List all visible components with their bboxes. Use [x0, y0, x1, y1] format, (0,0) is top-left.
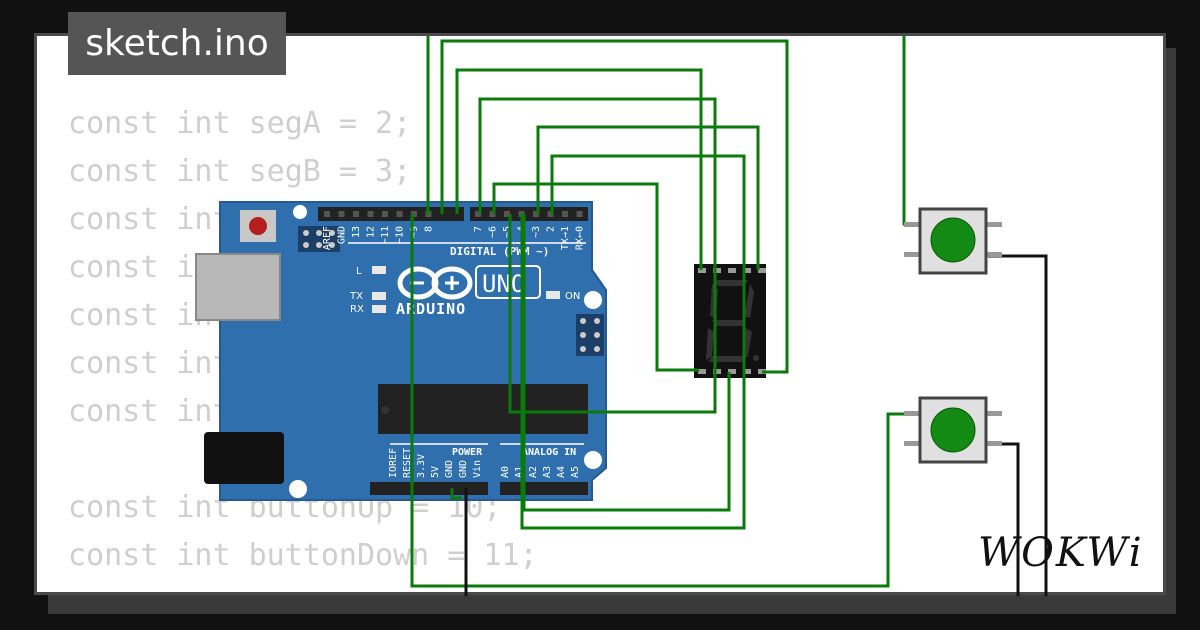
- digital-pin-label: TX→1: [560, 226, 571, 250]
- mount-hole: [584, 451, 602, 469]
- icsp-header-2: [576, 314, 604, 356]
- power-pin-label: GND: [458, 460, 469, 478]
- led-rx: [372, 305, 386, 313]
- digital-pin-label: ~9: [409, 226, 420, 238]
- digital-pin-label: RX←0: [575, 226, 586, 250]
- digital-label: DIGITAL (PWM ~): [450, 245, 549, 258]
- button-up[interactable]: [904, 207, 1002, 275]
- digital-pin-label: 13: [351, 226, 362, 238]
- led-label-l: L: [356, 266, 362, 277]
- digital-pin-hole[interactable]: [576, 211, 583, 217]
- power-label: POWER: [452, 447, 483, 458]
- icsp-header: [298, 226, 340, 252]
- wires: [410, 36, 920, 588]
- arduino-logo: [397, 266, 473, 300]
- digital-pin-label: ~3: [531, 226, 542, 238]
- power-pin-label: 3.3V: [416, 454, 427, 478]
- digital-pin-hole[interactable]: [338, 211, 345, 217]
- file-tab[interactable]: sketch.ino: [68, 12, 286, 75]
- usb-port: [195, 253, 281, 321]
- mount-hole: [293, 205, 307, 219]
- chip-notch: [381, 406, 389, 414]
- power-pin-label: 5V: [430, 466, 441, 478]
- uno-frame: [475, 265, 541, 299]
- power-pin-label: A0: [500, 466, 511, 478]
- code-line: const int segA = 2;: [68, 106, 412, 141]
- wokwi-logo: WOKWi: [978, 530, 1144, 576]
- digital-pin-label: ~5: [502, 226, 513, 238]
- power-pin-label: Vin: [472, 460, 483, 478]
- digital-pin-hole[interactable]: [411, 211, 417, 217]
- power-pin-label: A5: [570, 466, 581, 478]
- power-pin-label: IOREF: [388, 448, 399, 478]
- digital-pin-hole[interactable]: [533, 211, 539, 217]
- button-down[interactable]: [904, 396, 1002, 464]
- mount-hole: [289, 480, 307, 498]
- digital-pin-label: AREF: [322, 226, 333, 250]
- digital-pin-hole[interactable]: [562, 211, 568, 217]
- led-label-rx: RX: [350, 304, 364, 315]
- digital-pin-label: 2: [546, 226, 557, 232]
- arduino-brand: ARDUINO: [396, 300, 466, 318]
- uno-label: UNO: [482, 270, 525, 298]
- power-pin-label: GND: [444, 460, 455, 478]
- code-line: const int segB = 3;: [68, 154, 412, 189]
- digital-pin-hole[interactable]: [475, 211, 481, 217]
- reset-button-cap: [249, 217, 267, 235]
- power-jack: [204, 432, 284, 484]
- power-pin-label: A2: [528, 466, 539, 478]
- led-label-on: ON: [565, 291, 580, 302]
- seven-segment-display[interactable]: [694, 264, 766, 378]
- digital-pin-label: 7: [473, 226, 484, 232]
- analog-label: ANALOG IN: [522, 447, 576, 458]
- led-l: [372, 266, 386, 274]
- analog-header: [500, 482, 588, 495]
- digital-pin-hole[interactable]: [396, 211, 403, 217]
- digital-pin-hole[interactable]: [504, 211, 510, 217]
- digital-pin-hole[interactable]: [382, 211, 388, 217]
- led-label-tx: TX: [349, 291, 363, 302]
- code-line: const int buttonDown = 11;: [68, 538, 538, 573]
- digital-pin-label: GND: [337, 226, 348, 244]
- power-pin-label: RESET: [402, 448, 413, 478]
- led-tx: [372, 292, 386, 300]
- digital-pin-hole[interactable]: [367, 211, 374, 217]
- digital-pin-hole[interactable]: [324, 211, 330, 217]
- digital-pin-label: 12: [366, 226, 377, 238]
- mount-hole: [584, 291, 602, 309]
- power-pin-label: A4: [556, 466, 567, 478]
- power-header: [370, 482, 488, 495]
- digital-pin-hole[interactable]: [353, 211, 359, 217]
- power-pin-label: A3: [542, 466, 553, 478]
- power-pin-label: A1: [514, 466, 525, 478]
- digital-pin-label: ~11: [380, 226, 391, 244]
- atmega-chip: [378, 384, 588, 434]
- digital-pin-label: ~10: [395, 226, 406, 244]
- led-on: [546, 291, 560, 299]
- digital-pin-label: 8: [424, 226, 435, 232]
- digital-pin-label: ~6: [488, 226, 499, 238]
